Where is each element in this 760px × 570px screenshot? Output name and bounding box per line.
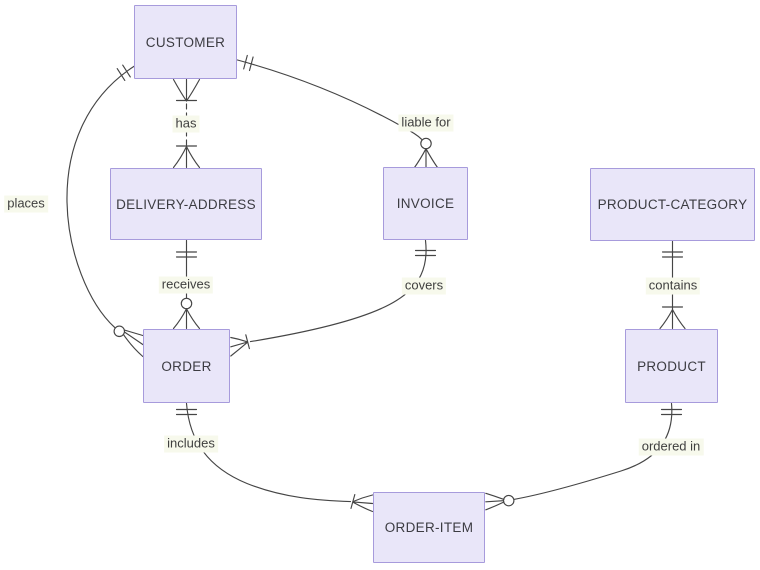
circle-zero-icon	[420, 137, 432, 150]
crowfoot-many-icon	[172, 308, 201, 330]
connector-places	[66, 64, 144, 358]
entity-customer[interactable]: CUSTOMER	[134, 5, 237, 79]
relationship-label-includes: includes	[164, 435, 218, 453]
connector-covers	[230, 239, 437, 357]
crowfoot-many-icon	[413, 148, 439, 169]
double-tick-one-icon	[175, 251, 198, 258]
connector-ordered-in	[485, 402, 683, 511]
connector-includes	[175, 402, 374, 513]
crowfoot-many-icon	[485, 492, 505, 511]
entity-product[interactable]: PRODUCT	[625, 329, 718, 403]
connector-liable-for	[236, 54, 439, 169]
includes-line	[185, 402, 352, 503]
crowfoot-many-icon	[122, 329, 144, 358]
relationship-label-liable-for: liable for	[398, 114, 454, 132]
entity-invoice[interactable]: INVOICE	[383, 167, 468, 240]
relationship-label-ordered-in: ordered in	[638, 438, 704, 456]
double-tick-one-icon	[116, 64, 131, 81]
entity-order[interactable]: ORDER	[143, 329, 230, 403]
double-tick-one-icon	[660, 408, 683, 416]
double-tick-one-icon	[414, 249, 437, 257]
covers-line	[249, 239, 427, 343]
circle-zero-icon	[113, 325, 126, 338]
entity-delivery-address[interactable]: DELIVERY-ADDRESS	[110, 168, 262, 240]
entity-product-label: PRODUCT	[637, 358, 706, 374]
crowfoot-many-icon	[230, 336, 249, 357]
crowfoot-many-icon	[172, 78, 201, 102]
entity-product-category-label: PRODUCT-CATEGORY	[597, 197, 748, 212]
relationship-label-covers: covers	[401, 277, 447, 295]
entity-delivery-address-label: DELIVERY-ADDRESS	[116, 196, 256, 212]
entity-invoice-label: INVOICE	[396, 196, 455, 211]
entity-order-label: ORDER	[161, 358, 212, 374]
entity-customer-label: CUSTOMER	[145, 34, 226, 50]
circle-zero-icon	[180, 297, 193, 310]
entity-product-category[interactable]: PRODUCT-CATEGORY	[590, 168, 755, 241]
relationship-label-has: has	[172, 115, 200, 133]
crowfoot-many-icon	[172, 145, 201, 169]
double-tick-one-icon	[661, 251, 684, 258]
circle-zero-icon	[502, 494, 515, 507]
places-line	[66, 65, 136, 329]
double-tick-one-icon	[175, 408, 198, 416]
connector-contains	[659, 240, 686, 330]
crowfoot-many-icon	[352, 494, 374, 513]
crowfoot-many-icon	[659, 308, 686, 330]
relationship-label-places: places	[4, 195, 48, 213]
double-tick-one-icon	[243, 54, 254, 72]
relationship-label-contains: contains	[645, 277, 701, 295]
ordered-in-line	[513, 402, 673, 500]
relationship-label-receives: receives	[158, 276, 214, 294]
entity-order-item[interactable]: ORDER-ITEM	[373, 492, 485, 563]
entity-order-item-label: ORDER-ITEM	[384, 520, 474, 535]
liable-for-line	[236, 59, 423, 140]
